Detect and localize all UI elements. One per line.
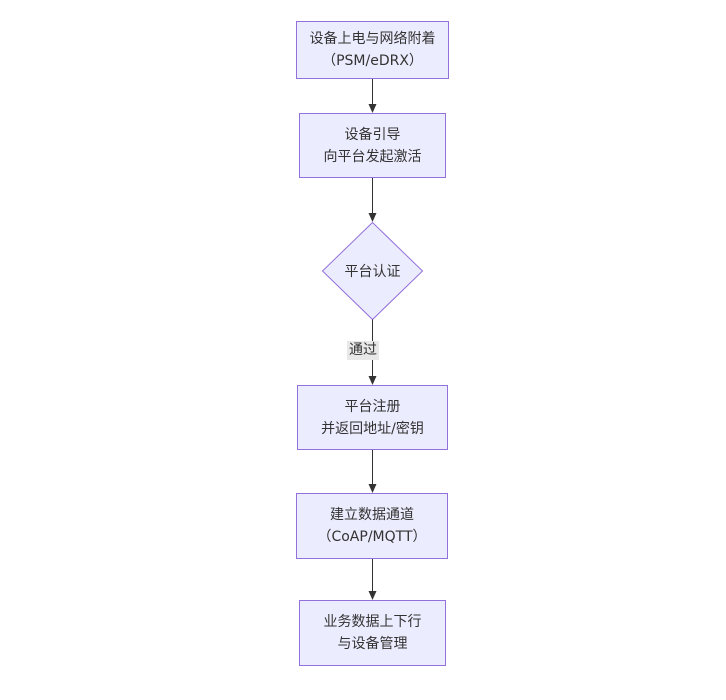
node-text-line: 业务数据上下行 <box>323 614 422 630</box>
node-text-line: （PSM/eDRX） <box>322 53 423 69</box>
edge-label-pass: 通过 <box>347 341 379 360</box>
node-text-line: 平台注册 <box>344 398 401 415</box>
flowchart-node-platform-register: 平台注册 并返回地址/密钥 <box>297 385 448 450</box>
flowchart-node-platform-auth-label: 平台认证 <box>344 264 401 280</box>
node-text-line: 设备引导 <box>344 126 401 143</box>
node-text-line: 向平台发起激活 <box>323 148 422 165</box>
edge-channel-biz <box>368 559 377 600</box>
node-text-line: 并返回地址/密钥 <box>321 420 424 437</box>
flowchart-node-data-channel: 建立数据通道 （CoAP/MQTT） <box>296 493 448 559</box>
flowchart-node-device-boot: 设备引导 向平台发起激活 <box>299 113 446 178</box>
edge-reg-channel <box>368 450 377 493</box>
edge-boot-auth <box>368 178 377 222</box>
node-text-line: 设备上电与网络附着 <box>309 31 436 47</box>
flowchart-node-power-attach: 设备上电与网络附着 （PSM/eDRX） <box>296 21 449 79</box>
node-text-line: 与设备管理 <box>337 636 408 652</box>
flowchart-node-business-data: 业务数据上下行 与设备管理 <box>299 600 446 666</box>
node-text-line: （CoAP/MQTT） <box>317 529 427 545</box>
node-text-line: 建立数据通道 <box>330 507 414 523</box>
edge-power-boot <box>368 79 377 113</box>
